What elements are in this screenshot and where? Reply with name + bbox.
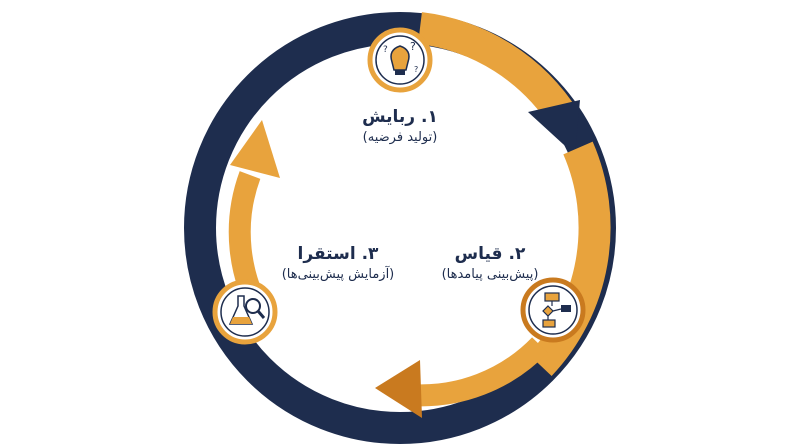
step-3-label: ۳. استقرا (آزمایش پیش‌بینی‌ها) [258,243,418,285]
step-1-title: ۱. ربایش [362,107,438,127]
step-3-title: ۳. استقرا [297,244,379,264]
arc-top-right [417,12,579,129]
lightbulb-question-icon: ? ? ? [367,27,433,93]
arc-bottom [409,337,548,407]
svg-text:?: ? [410,40,416,53]
svg-text:?: ? [383,45,388,55]
step-1-label: ۱. ربایش (تولید فرضیه) [320,106,480,148]
arrow-head-left [230,120,280,178]
step-2-title: ۲. قیاس [454,244,526,264]
step-2-label: ۲. قیاس (پیش‌بینی پیامدها) [410,243,570,285]
flask-magnifier-icon [212,279,278,345]
flowchart-icon [520,277,586,343]
arrow-head-bottom [375,360,422,418]
step-1-subtitle: (تولید فرضیه) [362,130,438,145]
step-2-subtitle: (پیش‌بینی پیامدها) [441,267,539,282]
step-3-subtitle: (آزمایش پیش‌بینی‌ها) [281,267,395,282]
svg-text:?: ? [414,65,418,74]
arrow-head-top-right [528,100,580,155]
